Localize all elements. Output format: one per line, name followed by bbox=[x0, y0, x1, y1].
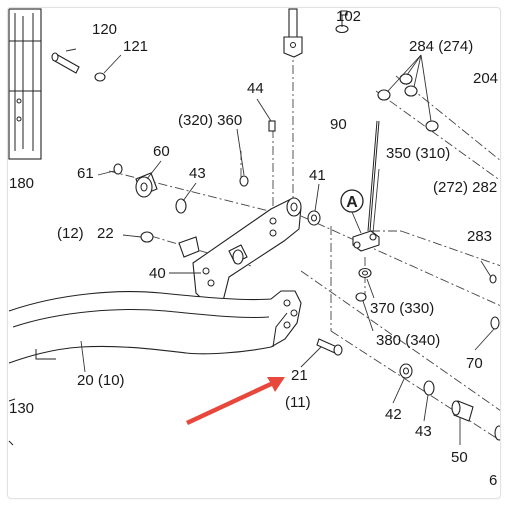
bracket-350: A bbox=[340, 189, 380, 252]
pin-44 bbox=[268, 120, 276, 132]
nuts-370-380 bbox=[355, 267, 372, 302]
cut-off-parts bbox=[8, 398, 16, 446]
callout-6: 6 bbox=[489, 472, 497, 489]
left-frame bbox=[8, 8, 42, 160]
callout-labels: 102 120 121 284 (274) 204 44 (320) 360 9… bbox=[9, 8, 498, 489]
screw-102 bbox=[335, 10, 349, 34]
callout-204: 204 bbox=[473, 70, 498, 87]
callout-360: (320) 360 bbox=[178, 112, 242, 129]
callout-282: (272) 282 bbox=[433, 179, 497, 196]
ring-360 bbox=[239, 175, 249, 187]
callout-40: 40 bbox=[149, 265, 166, 282]
bolt-21 bbox=[316, 338, 343, 356]
callout-50: 50 bbox=[451, 449, 468, 466]
callout-60: 60 bbox=[153, 143, 170, 160]
callout-43-upper: 43 bbox=[189, 165, 206, 182]
callout-44: 44 bbox=[247, 80, 264, 97]
arrow-shape bbox=[186, 377, 285, 425]
callout-350: 350 (310) bbox=[386, 145, 450, 162]
callout-284: 284 (274) bbox=[409, 38, 473, 55]
callout-121: 121 bbox=[123, 38, 148, 55]
center-lines bbox=[108, 31, 500, 441]
parts-diagram: A bbox=[8, 8, 500, 489]
spacer-41 bbox=[307, 210, 321, 226]
beam-20 bbox=[8, 290, 302, 364]
pin-120 bbox=[51, 52, 106, 82]
callout-120: 120 bbox=[92, 21, 117, 38]
callout-102: 102 bbox=[336, 8, 361, 25]
arm-40 bbox=[178, 197, 302, 304]
red-arrow bbox=[186, 377, 285, 425]
washer-22 bbox=[140, 231, 154, 243]
callout-42: 42 bbox=[385, 406, 402, 423]
pin-283 bbox=[489, 274, 497, 284]
callout-180: 180 bbox=[9, 175, 34, 192]
callout-380: 380 (340) bbox=[376, 332, 440, 349]
callout-43-lower: 43 bbox=[415, 423, 432, 440]
callout-41: 41 bbox=[309, 167, 326, 184]
roller-60 bbox=[113, 163, 187, 214]
rod-90 bbox=[367, 120, 380, 232]
callout-70: 70 bbox=[466, 355, 483, 372]
callout-61: 61 bbox=[77, 165, 94, 182]
callout-370: 370 (330) bbox=[370, 300, 434, 317]
callout-283: 283 bbox=[467, 228, 492, 245]
callout-22: 22 bbox=[97, 225, 114, 242]
callout-90: 90 bbox=[330, 116, 347, 133]
bolts-284 bbox=[377, 73, 439, 132]
roller-70 bbox=[490, 316, 500, 330]
callout-11: (11) bbox=[285, 394, 311, 411]
callout-130: 130 bbox=[9, 400, 34, 417]
marker-a: A bbox=[346, 194, 358, 211]
leader-lines bbox=[65, 48, 495, 445]
top-hinge bbox=[283, 8, 303, 58]
callout-12: (12) bbox=[57, 225, 84, 242]
callout-21: 21 bbox=[291, 367, 308, 384]
bushing-42 bbox=[399, 363, 500, 441]
callout-20: 20 (10) bbox=[77, 372, 125, 389]
diagram-frame: A bbox=[7, 7, 501, 499]
